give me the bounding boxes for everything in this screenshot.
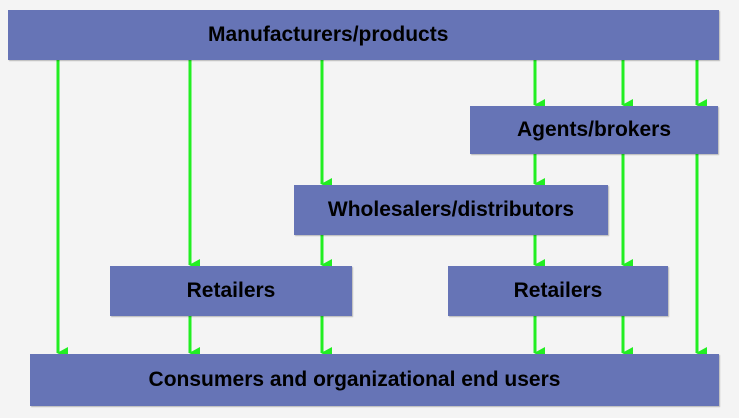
retailers-right-box: Retailers	[448, 266, 668, 316]
agents-box: Agents/brokers	[470, 106, 718, 154]
manufacturers-label: Manufacturers/products	[208, 23, 449, 46]
retailers-left-label: Retailers	[186, 279, 276, 302]
wholesalers-label: Wholesalers/distributors	[327, 198, 575, 221]
consumers-box: Consumers and organizational end users	[30, 354, 719, 406]
retailers-right-label: Retailers	[513, 279, 603, 302]
agents-label: Agents/brokers	[516, 118, 672, 141]
manufacturers-box: Manufacturers/products	[8, 10, 719, 60]
wholesalers-box: Wholesalers/distributors	[294, 185, 608, 235]
retailers-left-box: Retailers	[110, 266, 352, 316]
consumers-label: Consumers and organizational end users	[148, 368, 561, 391]
